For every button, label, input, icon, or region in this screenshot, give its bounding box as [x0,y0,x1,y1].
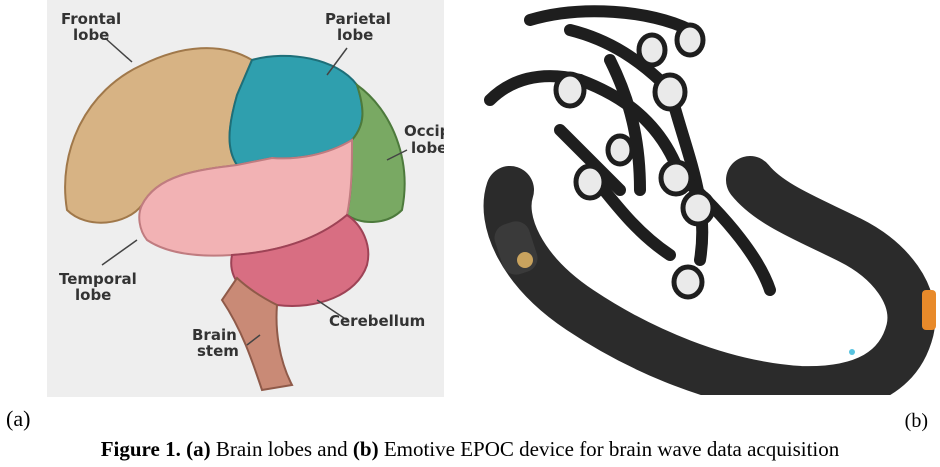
panel-b-tag: (b) [905,410,928,433]
caption-b-text: Emotive EPOC device for brain wave data … [379,437,840,461]
panel-a-tag: (a) [6,406,30,432]
caption-a-tag: (a) [186,437,211,461]
caption-a-text: Brain lobes and [211,437,353,461]
headset-drawing [470,0,940,395]
eeg-headset-photo [470,0,940,395]
figure-caption: Figure 1. (a) Brain lobes and (b) Emotiv… [0,437,940,462]
occipital-label-line1: Occipital [404,122,444,140]
caption-prefix: Figure 1. [101,437,181,461]
temporal-label-line2: lobe [75,286,111,304]
caption-b-tag: (b) [353,437,379,461]
brain-lobes-illustration: Frontal lobe Parietal lobe Occipital lob… [47,0,444,397]
logo-emblem [517,252,533,268]
brain-diagram: Frontal lobe Parietal lobe Occipital lob… [47,0,444,397]
frontal-label-line2: lobe [73,26,109,44]
status-light [849,349,855,355]
brainstem-label-line2: stem [197,342,239,360]
orange-accent [922,290,936,330]
parietal-label-line2: lobe [337,26,373,44]
occipital-label-line2: lobe [411,139,444,157]
cerebellum-label: Cerebellum [329,312,425,330]
